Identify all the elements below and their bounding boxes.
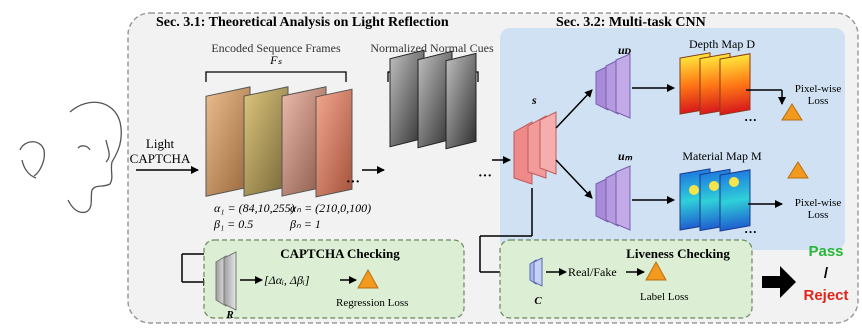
r-symbol: R — [225, 309, 233, 321]
light-label: Light — [146, 136, 175, 151]
frames-label: Encoded Sequence Frames — [211, 41, 341, 55]
beta-first: β₁ = 0.5 — [213, 217, 253, 231]
depth-ellipsis: ··· — [744, 112, 757, 127]
material-dot-1 — [689, 185, 699, 195]
liveness-checking-box — [499, 239, 753, 319]
theory-section-title: Sec. 3.1: Theoretical Analysis on Light … — [156, 15, 449, 30]
depth-slice-3 — [719, 53, 751, 116]
frames-brace — [205, 71, 347, 82]
liveness-checking-title: Liveness Checking — [626, 246, 730, 261]
c-classifier-block — [529, 257, 543, 287]
frames-symbol: Fₛ — [269, 53, 282, 67]
normal-ellipsis: ··· — [478, 169, 492, 184]
label-loss-triangle-icon — [645, 260, 667, 281]
alpha-first: α₁ = (84,10,255) — [214, 201, 295, 215]
um-symbol: uₘ — [618, 149, 633, 163]
ud-symbol: uᴅ — [618, 43, 632, 57]
um-decoder-block — [595, 165, 631, 231]
s-encoder-block — [513, 111, 557, 185]
material-label: Material Map M — [682, 149, 762, 163]
pass-label: Pass — [808, 243, 843, 260]
captcha-checking-title: CAPTCHA Checking — [280, 246, 400, 261]
r-regressor-block — [215, 251, 237, 311]
normal-label: Normalized Normal Cues — [370, 41, 494, 55]
regression-loss-triangle-icon — [357, 268, 379, 289]
face-sketch-icon — [19, 101, 122, 214]
decision-arrow-icon — [762, 266, 796, 298]
frame-1 — [205, 86, 251, 197]
material-map-stack — [679, 168, 751, 232]
normal-cues-stack — [389, 49, 477, 150]
label-loss-label: Label Loss — [640, 291, 689, 303]
encoded-frames-stack — [205, 86, 353, 198]
s-symbol: s — [531, 93, 537, 107]
alpha-last: αₙ = (210,0,100) — [290, 201, 371, 215]
frames-ellipsis: ··· — [346, 175, 360, 190]
captcha-vector: [Δαᵢ, Δβᵢ] — [264, 273, 310, 287]
captcha-checking-box — [203, 239, 465, 319]
reject-label: Reject — [803, 287, 848, 304]
material-dot-3 — [729, 177, 739, 187]
s-to-ud-arrow — [555, 89, 593, 129]
material-ellipsis: ··· — [744, 224, 757, 239]
frame-2 — [243, 86, 289, 197]
s-to-um-arrow — [555, 159, 593, 199]
material-dot-2 — [709, 181, 719, 191]
beta-last: βₙ = 1 — [289, 217, 321, 231]
material-loss-label-2: Loss — [808, 209, 829, 221]
decision-slash: / — [824, 265, 829, 282]
cnn-section-title: Sec. 3.2: Multi-task CNN — [556, 15, 706, 30]
material-slice-3 — [719, 169, 751, 232]
normal-frame-3 — [445, 52, 477, 150]
depth-loss-label-1: Pixel-wise — [795, 83, 842, 95]
depth-loss-triangle-icon — [781, 103, 803, 121]
liveness-output: Real/Fake — [568, 265, 617, 279]
c-symbol: C — [534, 295, 542, 307]
material-loss-triangle-icon — [787, 161, 809, 179]
depth-loss-label-2: Loss — [808, 95, 829, 107]
frame-4 — [315, 88, 353, 198]
material-loss-label-1: Pixel-wise — [795, 197, 842, 209]
depth-map-stack — [679, 52, 751, 116]
captcha-label: CAPTCHA — [130, 151, 191, 166]
ud-decoder-block — [595, 53, 631, 119]
depth-label: Depth Map D — [689, 37, 755, 51]
regression-loss-label: Regression Loss — [336, 297, 408, 309]
